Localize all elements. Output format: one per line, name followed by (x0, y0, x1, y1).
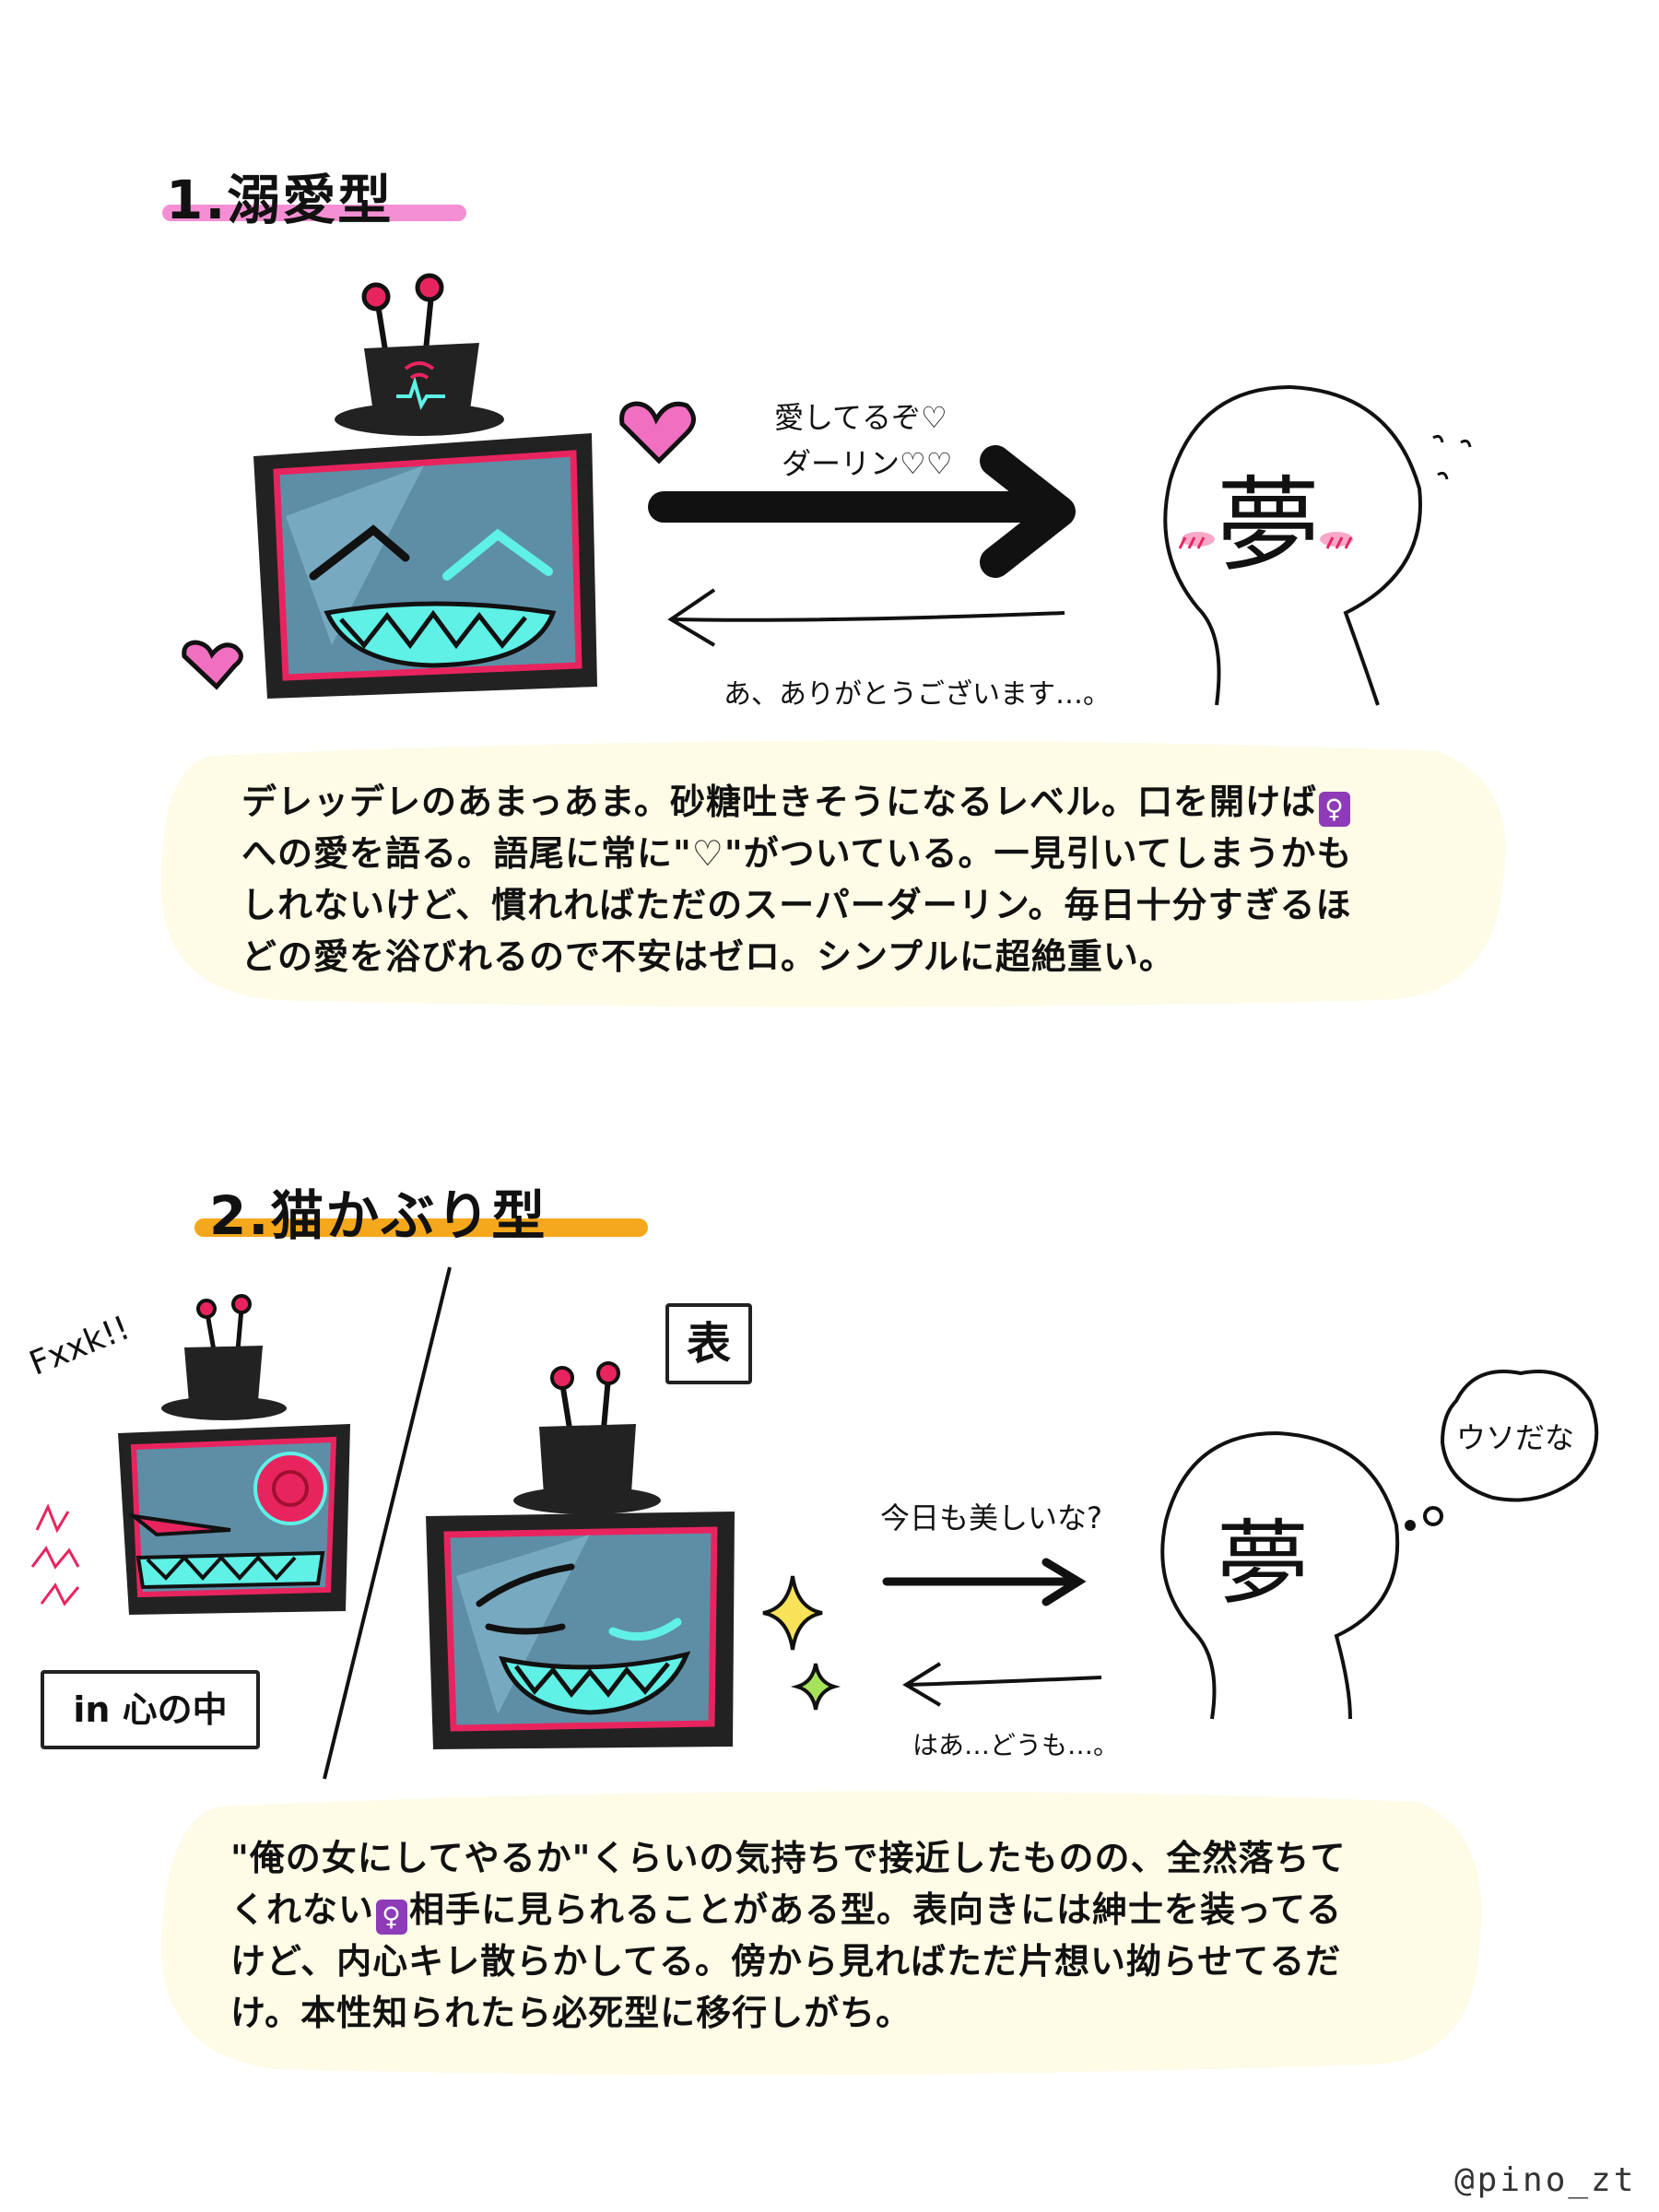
description-line: 相手に見られることがある型。表向きには紳士を装ってる (409, 1889, 1343, 1930)
speech-love-line-2: ダーリン♡♡ (782, 446, 953, 481)
description-line: どの愛を浴びれるので不安はゼロ。シンプルに超絶重い。 (241, 936, 1175, 977)
description-line: デレッデレのあまっあま。砂糖吐きそうになるレベル。口を開けば (241, 782, 1317, 822)
inner-heart-label: in 心の中 (41, 1670, 260, 1749)
description-line: け。本性知られたら必死型に移行しがち。 (230, 1993, 912, 2033)
sparkle-icon (790, 1663, 841, 1711)
yume-face-label: 夢 (1217, 466, 1320, 586)
heart-icon (619, 401, 696, 465)
description-line: けど、内心キレ散らかしてる。傍から見ればただ片想い拗らせてるだ (230, 1941, 1342, 1982)
thought-text: ウソだな (1456, 1420, 1575, 1455)
tv-head-character-polite (426, 1361, 735, 1749)
section-2-title: 2.猫かぶり型 (209, 1184, 547, 1247)
description-line: "俺の女にしてやるか"くらいの気持ちで接近したものの、全然落ちて (230, 1838, 1347, 1878)
sparkle-icon (762, 1575, 823, 1651)
divider-line (323, 1266, 452, 1780)
surface-label: 表 (665, 1303, 752, 1384)
tv-head-character-lovey (253, 273, 597, 699)
tv-head-character-angry (30, 1294, 350, 1615)
speech-love-line-1: 愛してるぞ♡ (774, 400, 947, 435)
description-line: しれないけど、慣れればただのスーパーダーリン。毎日十分すぎるほ (241, 885, 1352, 925)
section-2-description: "俺の女にしてやるか"くらいの気持ちで接近したものの、全然落ちて くれない♀相手… (230, 1832, 1346, 2039)
description-line: への愛を語る。語尾に常に"♡"がついている。一見引いてしまうかも (241, 833, 1353, 874)
heart-icon (182, 640, 243, 690)
text-bubble-2 (161, 1791, 1482, 2076)
big-arrow-right (648, 445, 1076, 578)
thin-arrow-left (667, 588, 1065, 647)
speech-reply: はあ…どうも…。 (912, 1730, 1120, 1760)
yume-person-1 (1163, 384, 1472, 706)
artist-credit: @pino_zt (1454, 2161, 1637, 2199)
description-line: くれない (230, 1889, 375, 1930)
text-bubble-1 (161, 740, 1506, 1007)
yume-face-label: 夢 (1217, 1510, 1309, 1618)
speech-compliment: 今日も美しいな? (880, 1500, 1102, 1535)
womens-symbol-icon: ♀ (1318, 792, 1350, 827)
thought-bubble (1440, 1370, 1599, 1502)
arrow-right (882, 1558, 1087, 1606)
womens-symbol-icon: ♀ (376, 1900, 408, 1935)
section-1-description: デレッデレのあまっあま。砂糖吐きそうになるレベル。口を開けば♀ への愛を語る。語… (241, 776, 1352, 982)
yume-person-2 (1160, 1370, 1599, 1720)
title-underline-2 (194, 1218, 648, 1237)
title-underline-1 (162, 205, 466, 221)
speech-thanks: あ、ありがとうございます…。 (724, 678, 1111, 711)
section-1-title: 1.溺愛型 (166, 169, 394, 231)
arrow-left (902, 1662, 1102, 1707)
